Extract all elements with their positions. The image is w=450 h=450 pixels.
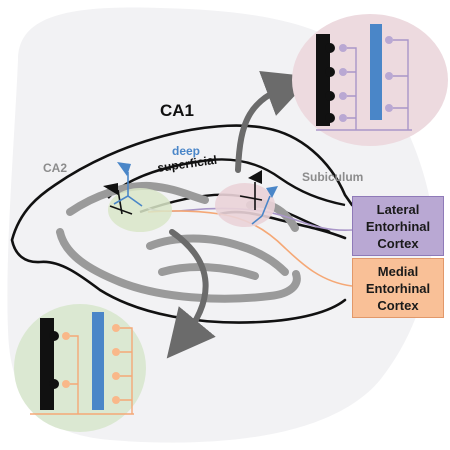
- deep-neuron: [113, 162, 143, 207]
- lateral-entorhinal-cortex-label: Lateral Entorhinal Cortex: [365, 201, 431, 251]
- distal-black-neuron: [239, 170, 263, 210]
- subiculum-label: Subiculum: [302, 170, 363, 184]
- ca1-label: CA1: [160, 101, 194, 120]
- lateral-entorhinal-cortex-box: Lateral Entorhinal Cortex: [352, 196, 444, 256]
- mec-pathway: [147, 210, 353, 287]
- arrow-to-bottom-inset: [166, 229, 216, 359]
- bottom-inset: [14, 304, 146, 432]
- ca2-label: CA2: [43, 161, 67, 175]
- arrow-to-top-inset: [235, 70, 313, 173]
- gray-bands: [56, 181, 301, 303]
- medial-entorhinal-cortex-box: Medial Entorhinal Cortex: [352, 258, 444, 318]
- ca1-band: [107, 158, 346, 207]
- top-inset: [292, 14, 448, 146]
- distal-blue-neuron: [251, 186, 278, 225]
- medial-entorhinal-cortex-label: Medial Entorhinal Cortex: [365, 263, 431, 313]
- deep-label: deep: [172, 144, 200, 158]
- ca1-distal-highlight: [215, 183, 275, 227]
- superficial-neuron: [103, 183, 133, 215]
